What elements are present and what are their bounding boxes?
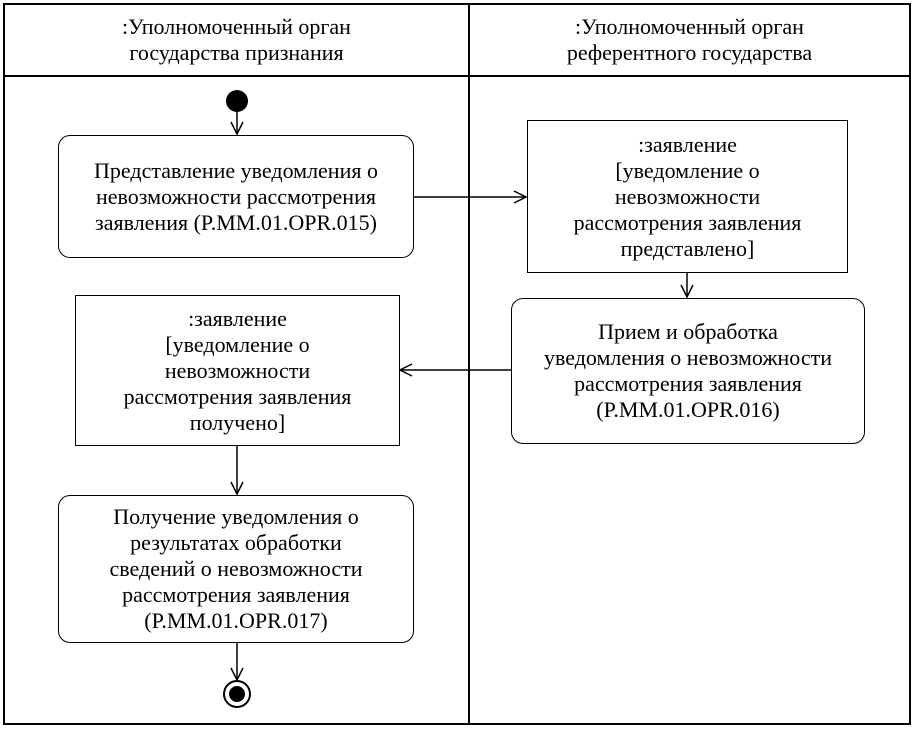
lane-title-recognition-state: :Уполномоченный орган государства призна…: [122, 14, 351, 65]
action-opr-015: Представление уведомления о невозможност…: [58, 135, 414, 258]
lane-title-reference-state: :Уполномоченный орган референтного госуд…: [566, 14, 813, 65]
final-node-inner: [229, 686, 245, 702]
object-notice-sent: :заявление [уведомление о невозможности …: [527, 120, 848, 273]
object-notice-received: :заявление [уведомление о невозможности …: [75, 295, 400, 446]
initial-node: [226, 90, 248, 112]
action-opr-016: Прием и обработка уведомления о невозмож…: [511, 298, 865, 444]
action-opr-017: Получение уведомления о результатах обра…: [58, 495, 414, 643]
swimlane-frame: [3, 3, 911, 725]
